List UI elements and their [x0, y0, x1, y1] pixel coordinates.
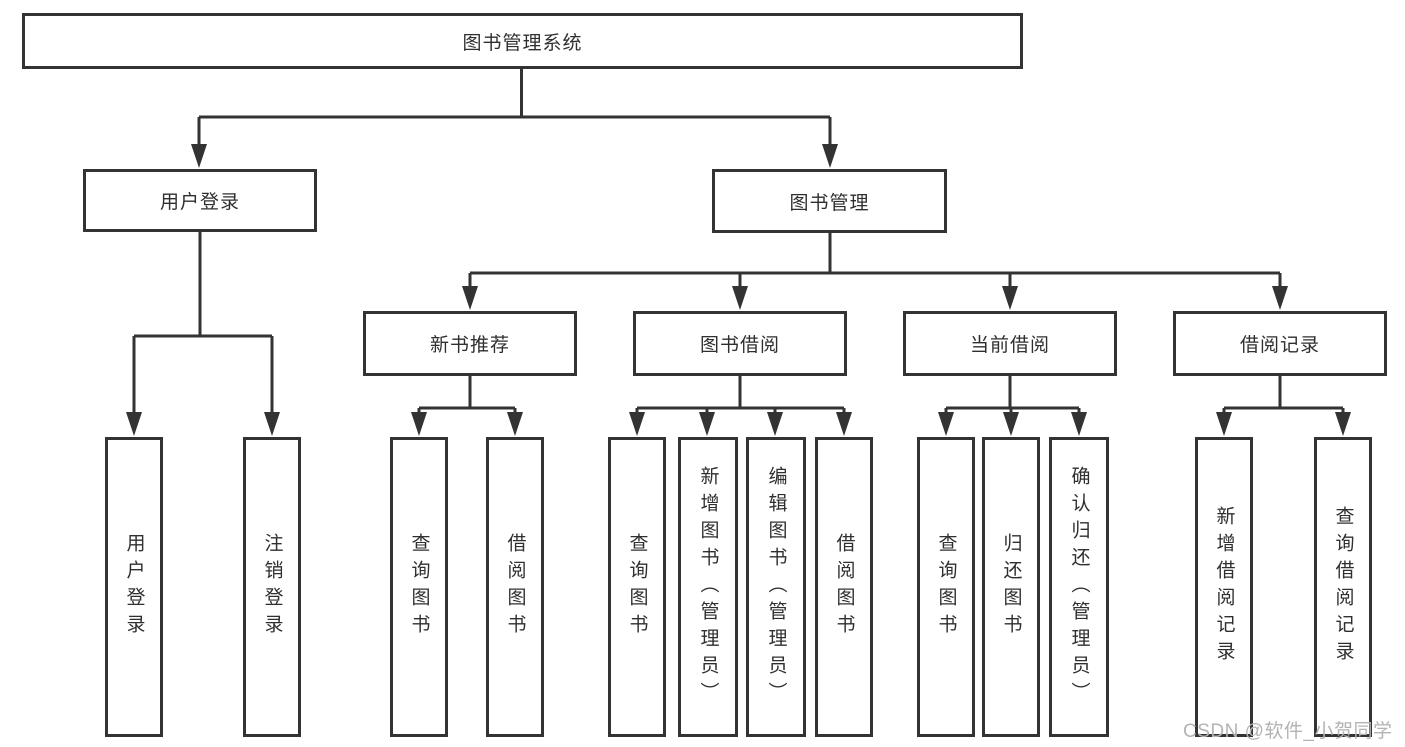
leaf-label: 归还图书 — [1000, 533, 1022, 641]
node-root: 图书管理系统 — [22, 13, 1023, 69]
leaf-user-login: 用户登录 — [105, 437, 163, 737]
node-book-borrowing: 图书借阅 — [633, 311, 847, 376]
leaf-query-borrow-record: 查询借阅记录 — [1314, 437, 1372, 737]
leaf-query-books-borrow: 查询图书 — [608, 437, 666, 737]
leaf-label: 借阅图书 — [504, 533, 526, 641]
leaf-label: 查询借阅记录 — [1332, 506, 1354, 668]
leaf-add-borrow-record: 新增借阅记录 — [1195, 437, 1253, 737]
leaf-label: 新增借阅记录 — [1213, 506, 1235, 668]
leaf-borrow-books: 借阅图书 — [815, 437, 873, 737]
leaf-label: 用户登录 — [123, 533, 145, 641]
node-current-borrowing: 当前借阅 — [903, 311, 1117, 376]
csdn-watermark: CSDN @软件_小贺同学 — [1183, 721, 1393, 742]
leaf-label: 借阅图书 — [833, 533, 855, 641]
leaf-query-books-current: 查询图书 — [917, 437, 975, 737]
node-book-management: 图书管理 — [712, 169, 947, 233]
leaf-label: 新增图书（管理员） — [697, 465, 719, 709]
node-borrowing-records: 借阅记录 — [1173, 311, 1387, 376]
leaf-borrow-books-recommend: 借阅图书 — [486, 437, 544, 737]
leaf-label: 查询图书 — [408, 533, 430, 641]
leaf-edit-book-admin: 编辑图书（管理员） — [746, 437, 806, 737]
leaf-label: 确认归还（管理员） — [1068, 465, 1090, 709]
leaf-add-book-admin: 新增图书（管理员） — [678, 437, 738, 737]
node-user-login: 用户登录 — [83, 169, 317, 232]
leaf-label: 注销登录 — [261, 533, 283, 641]
leaf-label: 查询图书 — [935, 533, 957, 641]
leaf-query-books-recommend: 查询图书 — [390, 437, 448, 737]
leaf-return-book: 归还图书 — [982, 437, 1040, 737]
leaf-label: 查询图书 — [626, 533, 648, 641]
leaf-label: 编辑图书（管理员） — [765, 465, 787, 709]
leaf-confirm-return-admin: 确认归还（管理员） — [1049, 437, 1109, 737]
node-new-book-recommend: 新书推荐 — [363, 311, 577, 376]
leaf-logout: 注销登录 — [243, 437, 301, 737]
